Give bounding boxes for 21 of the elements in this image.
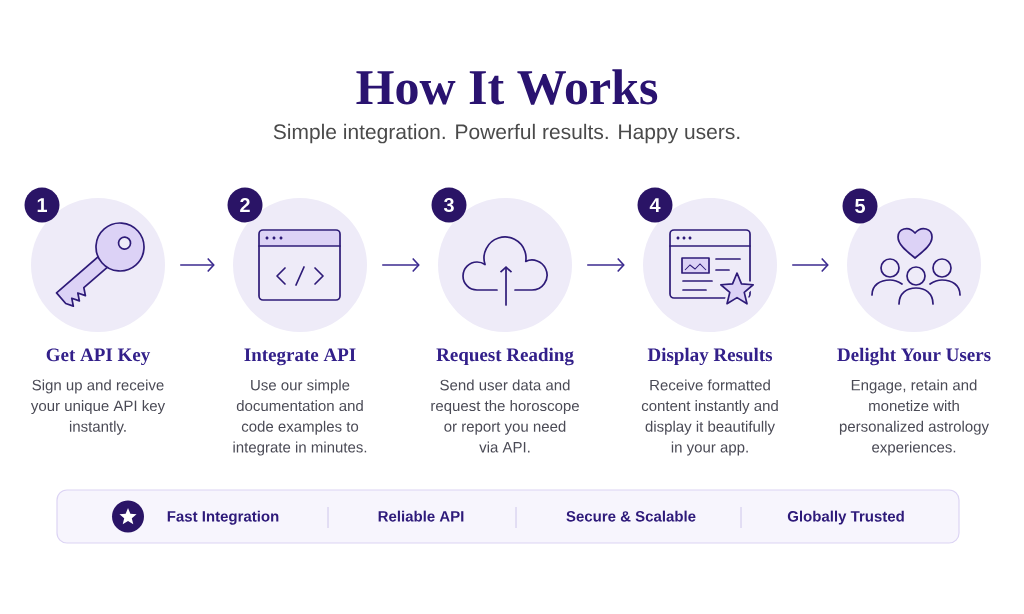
- number-badge: 4: [637, 187, 673, 223]
- step-description: Receive formatted content instantly and display it beautifully in your app.: [641, 379, 778, 456]
- number-badge: 5: [842, 188, 878, 224]
- step-title: Display Results: [647, 347, 773, 366]
- step-description: Use our simple documentation and code examples to integrate in minutes.: [233, 379, 367, 456]
- feature-label: Globally Trusted: [787, 510, 904, 525]
- step-title: Request Reading: [436, 347, 574, 366]
- title: How It Works: [356, 69, 658, 105]
- subtitle: Simple integration. Powerful results. Happy users.: [273, 123, 740, 144]
- step-title: Get API Key: [46, 348, 151, 366]
- number-badge: 2: [227, 187, 263, 223]
- number-badge: 3: [431, 187, 467, 223]
- feature-label: Secure & Scalable: [566, 510, 696, 522]
- number-badge: 1: [24, 187, 60, 223]
- step-description: Send user data and request the horoscope or report you need via API.: [431, 379, 579, 453]
- step-title: Integrate API: [244, 348, 356, 366]
- step-title: Delight Your Users: [837, 347, 991, 366]
- feature-label: Reliable API: [378, 510, 464, 522]
- step-description: Engage, retain and monetize with personalized astrology experiences.: [839, 379, 989, 456]
- feature-label: Fast Integration: [167, 510, 279, 525]
- step-description: Sign up and receive your unique API key instantly.: [30, 379, 166, 435]
